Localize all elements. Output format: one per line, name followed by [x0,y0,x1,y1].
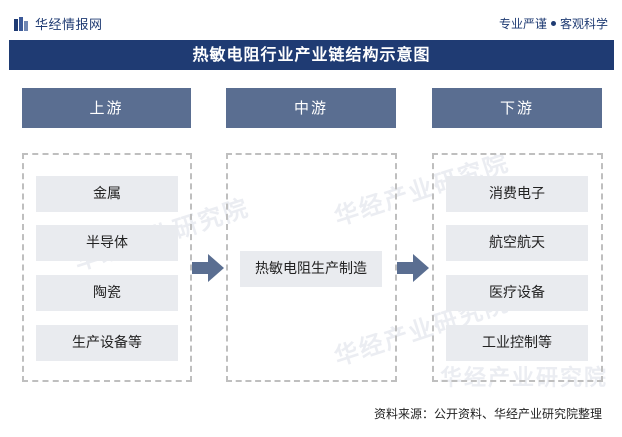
right-arrow-icon [192,254,224,282]
right-arrow-icon [397,254,429,282]
brand-logo: 华经情报网 [14,14,103,33]
slogan-left: 专业严谨 [498,17,547,31]
logo-icon [14,16,30,32]
logo-text: 华经情报网 [35,18,103,33]
upstream-group [22,153,192,382]
source-note: 资料来源：公开资料、华经产业研究院整理 [373,407,602,421]
upstream-item: 半导体 [36,225,178,261]
top-bar: 华经情报网 专业严谨 客观科学 [0,0,622,38]
downstream-item: 工业控制等 [446,325,588,361]
slogan-right: 客观科学 [559,17,608,31]
upstream-item: 生产设备等 [36,325,178,361]
midstream-group [226,153,397,382]
downstream-group [432,153,603,382]
slogan: 专业严谨 客观科学 [499,15,608,32]
downstream-item: 消费电子 [446,176,588,212]
upstream-item: 金属 [36,176,178,212]
stage-header-downstream: 下游 [432,88,602,128]
bullet-icon [550,21,556,26]
stage-header-midstream: 中游 [226,88,396,128]
diagram-title: 热敏电阻行业产业链结构示意图 [9,40,614,70]
midstream-item: 热敏电阻生产制造 [240,251,382,287]
downstream-item: 航空航天 [446,225,588,261]
downstream-item: 医疗设备 [446,275,588,311]
stage-header-upstream: 上游 [22,88,191,128]
upstream-item: 陶瓷 [36,275,178,311]
